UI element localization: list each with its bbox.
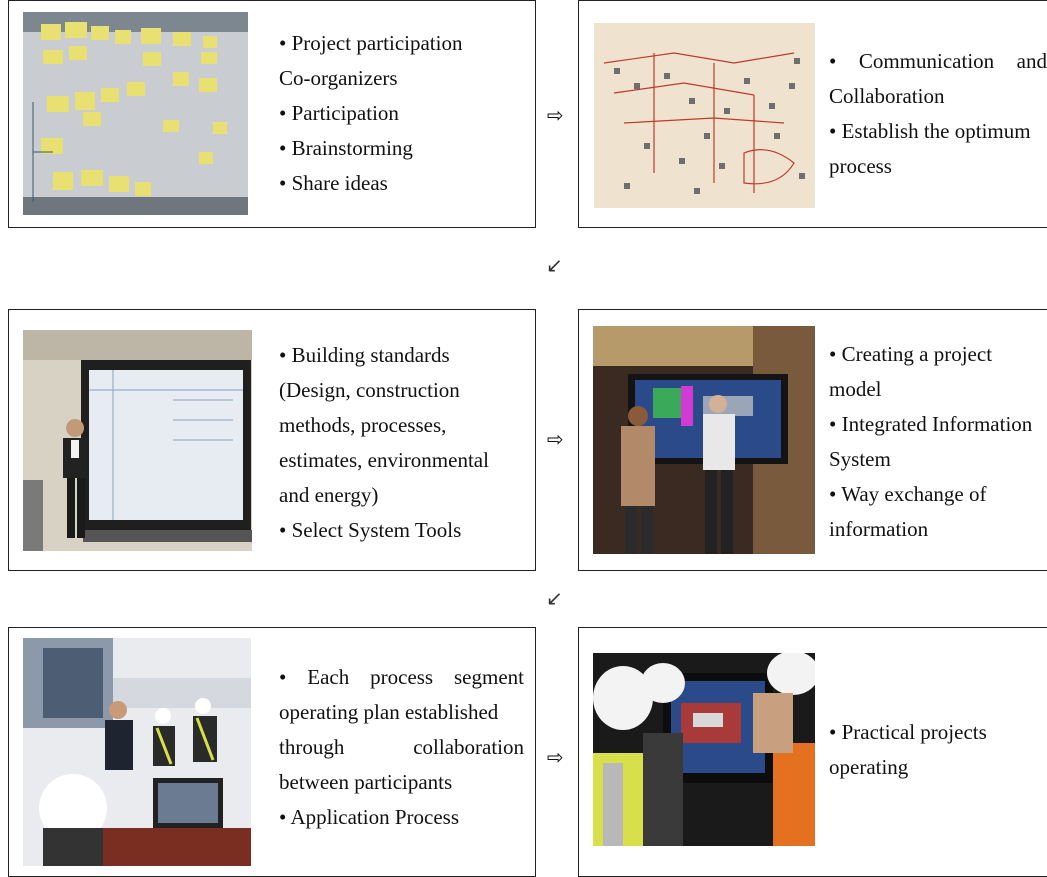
step-3-line-5: and energy) [279, 483, 379, 507]
step-5-line-4: between participants [279, 770, 453, 794]
step-5-line-5: • Application Process [279, 805, 459, 829]
step-6-text: • Practical projects operating [829, 715, 1047, 785]
people-at-3d-model-screen-photo [593, 326, 815, 554]
step-1-line-1: • Project participation [279, 31, 463, 55]
step-4-line-4: System [829, 447, 891, 471]
step-1-line-3: • Participation [279, 101, 399, 125]
step-4-line-6: information [829, 517, 929, 541]
down-left-arrow-2: ↙ [546, 586, 563, 610]
right-arrow-2: ⇨ [547, 427, 564, 451]
down-left-arrow-1: ↙ [546, 253, 563, 277]
presenter-at-smartboard-photo [23, 330, 252, 551]
step-4-line-5: • Way exchange of [829, 482, 987, 506]
process-map-wall-photo [594, 23, 815, 208]
right-arrow-3: ⇨ [547, 745, 564, 769]
step-6-line-1: • Practical projects [829, 720, 987, 744]
step-3-line-1: • Building standards [279, 343, 450, 367]
step-1-line-2: Co-organizers [279, 66, 398, 90]
step-2-line-4: process [829, 154, 892, 178]
step-box-4: • Creating a project model • Integrated … [578, 309, 1047, 571]
step-1-line-5: • Share ideas [279, 171, 388, 195]
step-3-line-4: estimates, environmental [279, 448, 489, 472]
step-4-line-1: • Creating a project [829, 342, 993, 366]
step-6-line-2: operating [829, 755, 909, 779]
step-box-6: • Practical projects operating [578, 627, 1047, 877]
step-4-text: • Creating a project model • Integrated … [829, 337, 1047, 547]
step-2-line-2: Collaboration [829, 84, 945, 108]
step-4-line-2: model [829, 377, 882, 401]
step-1-line-4: • Brainstorming [279, 136, 413, 160]
step-3-line-2: (Design, construction [279, 378, 460, 402]
step-5-line-2: operating plan established [279, 700, 499, 724]
workers-in-meeting-room-photo [23, 638, 251, 866]
step-3-line-3: methods, processes, [279, 413, 447, 437]
step-3-line-6: • Select System Tools [279, 518, 462, 542]
sticky-notes-wall-photo [23, 12, 248, 215]
step-box-3: • Building standards (Design, constructi… [8, 309, 536, 571]
hardhat-workers-at-monitor-photo [593, 653, 815, 846]
step-2-line-3: • Establish the optimum [829, 119, 1031, 143]
right-arrow-1: ⇨ [547, 103, 564, 127]
step-box-1: • Project participation Co-organizers • … [8, 0, 536, 228]
step-1-text: • Project participation Co-organizers • … [279, 26, 529, 201]
step-3-text: • Building standards (Design, constructi… [279, 338, 529, 548]
step-4-line-3: • Integrated Information [829, 412, 1033, 436]
